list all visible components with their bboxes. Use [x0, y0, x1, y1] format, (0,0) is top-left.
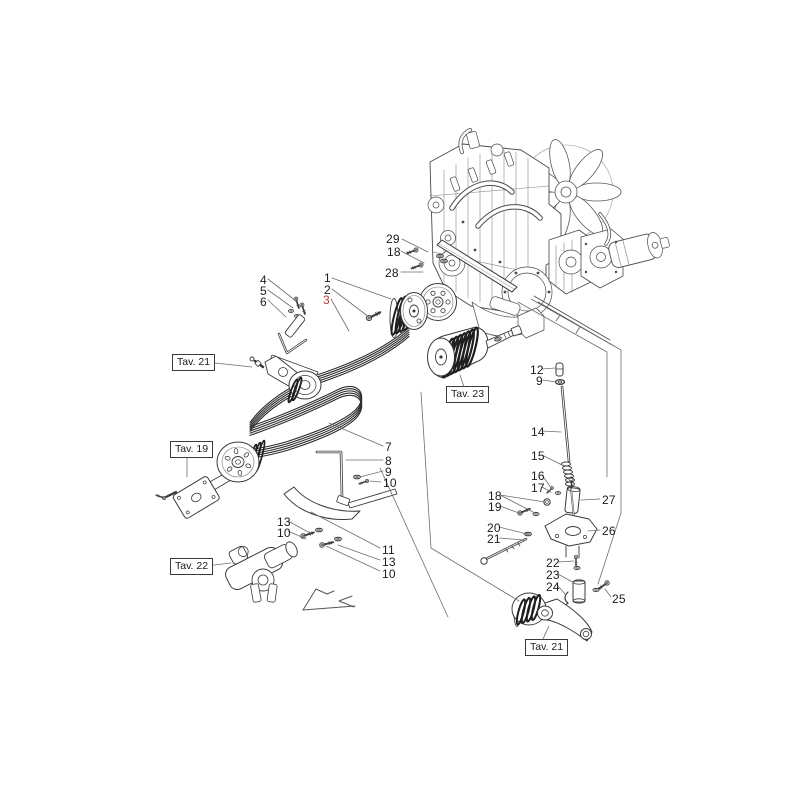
part-number-callout: 9 — [536, 374, 543, 388]
pulley-part-1 — [364, 292, 428, 338]
part-number-callout: 28 — [385, 266, 399, 280]
part-number-callout: 13 — [277, 515, 291, 529]
tension-rod-assembly — [480, 362, 611, 610]
part-number-callout: 29 — [386, 232, 400, 246]
top-tensioner-assembly — [249, 295, 322, 404]
part-number-callout: 25 — [612, 592, 626, 606]
direction-arrow — [302, 588, 356, 611]
tav22-pump-assembly — [225, 541, 298, 603]
tav-reference-box: Tav. 23 — [446, 386, 490, 404]
tav-reference-box: Tav. 21 — [172, 354, 216, 372]
part-number-callout: 1 — [324, 271, 331, 285]
part-number-callout: 11 — [382, 543, 395, 557]
part-number-callout: 14 — [531, 425, 545, 439]
part-number-callout: 10 — [277, 526, 291, 540]
part-number-callout: 27 — [602, 493, 616, 507]
part-number-callout: 21 — [487, 532, 501, 546]
part-number-callout: 26 — [602, 524, 616, 538]
part-number-callout: 13 — [382, 555, 396, 569]
drive-belts — [248, 327, 410, 459]
part-number-callout: 17 — [531, 481, 545, 495]
part-number-callout: 12 — [530, 363, 544, 377]
tav-reference-box: Tav. 21 — [525, 639, 569, 657]
part-number-callout: 10 — [382, 567, 396, 581]
part-number-callout: 3 — [323, 293, 330, 307]
bracket-11-assembly — [283, 486, 398, 549]
part-number-callout: 10 — [383, 476, 397, 490]
part-number-callout: 15 — [531, 449, 545, 463]
part-number-callout: 24 — [546, 580, 560, 594]
engine-assembly — [427, 128, 670, 347]
part-number-callout: 8 — [385, 454, 392, 468]
part-number-callout: 19 — [488, 500, 502, 514]
tav19-shaft-assembly — [154, 439, 266, 519]
part-number-callout: 2 — [324, 283, 331, 297]
part-number-callout: 18 — [387, 245, 401, 259]
part-number-callout: 9 — [385, 465, 392, 479]
part-number-callout: 23 — [546, 568, 560, 582]
leader-lines — [186, 238, 622, 640]
crank-disc-part — [419, 283, 457, 321]
support-bar-part — [404, 239, 518, 293]
part-number-callout: 22 — [546, 556, 560, 570]
part-number-callout: 20 — [487, 521, 501, 535]
rod-8-part — [315, 450, 370, 506]
tav23-pulley-part — [427, 325, 523, 379]
part-number-callout: 16 — [531, 469, 545, 483]
part-number-callout: 6 — [260, 295, 267, 309]
part-number-callout: 5 — [260, 284, 267, 298]
part-number-callout: 7 — [385, 440, 392, 454]
part-number-callout: 18 — [488, 489, 502, 503]
part-number-callout: 4 — [260, 273, 267, 287]
tav-reference-box: Tav. 19 — [170, 441, 214, 459]
bottom-tensioner-assembly — [511, 592, 593, 642]
tav-reference-box: Tav. 22 — [170, 558, 214, 576]
